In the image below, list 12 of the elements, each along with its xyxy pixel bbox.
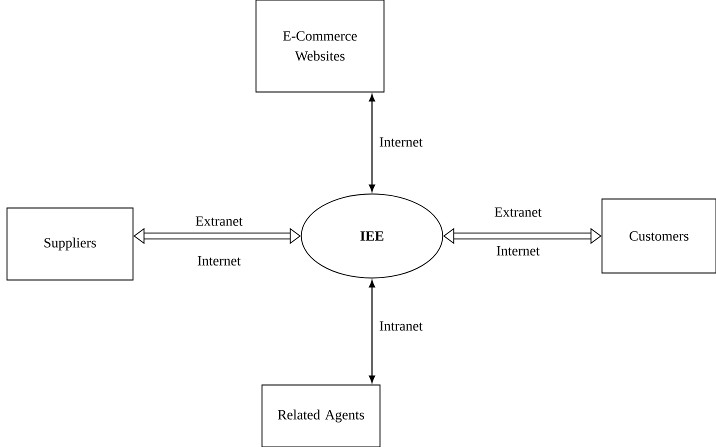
process-box: Customers — [602, 198, 716, 274]
process-box: Related Agents — [262, 384, 380, 447]
line-label: Internet — [495, 245, 541, 256]
process-box: E-Commerce Websites — [256, 0, 384, 92]
arrow — [368, 94, 376, 192]
line-label: Internet — [196, 255, 242, 266]
edge-label: Extranet — [194, 216, 244, 227]
edge-label: Internet — [378, 136, 424, 148]
arrow — [368, 280, 376, 383]
process-box: Suppliers — [6, 208, 134, 280]
edge-label: Extranet — [493, 206, 543, 218]
edge-label: Intranet — [378, 320, 424, 332]
